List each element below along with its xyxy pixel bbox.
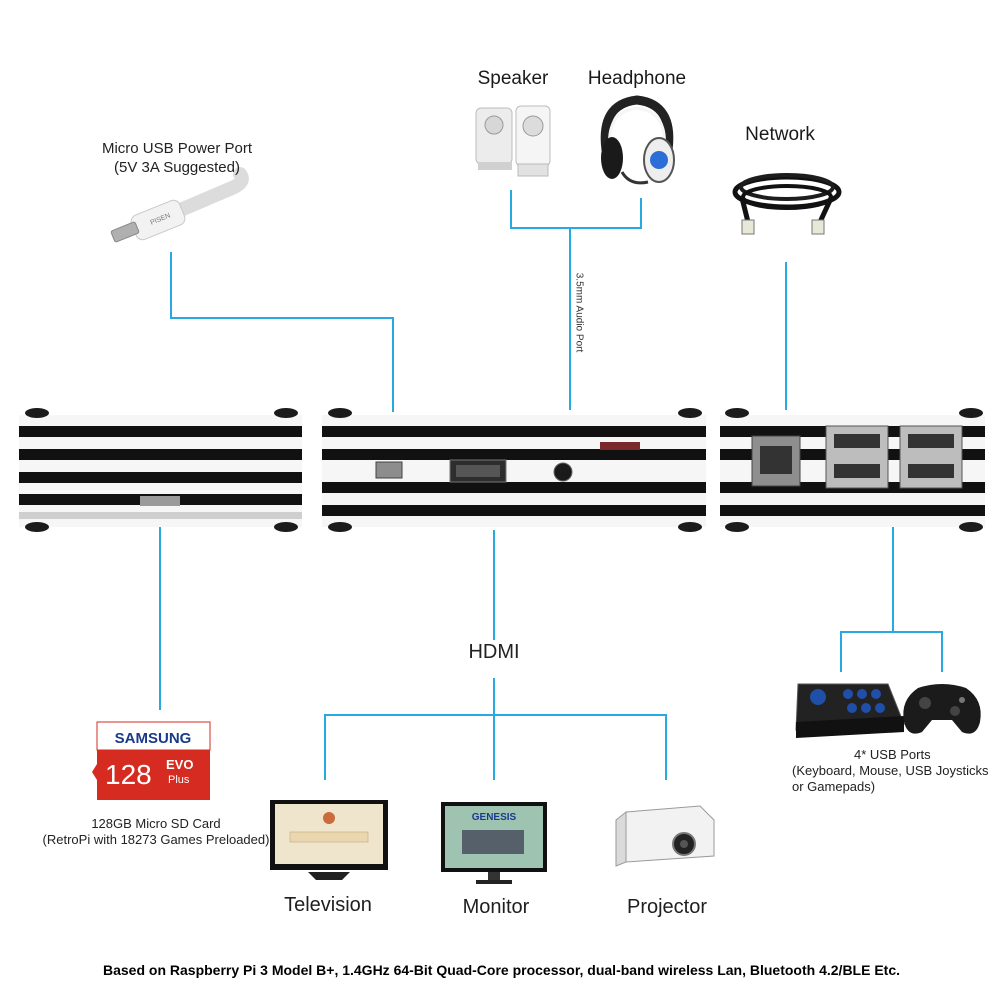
usb-branch-line — [840, 631, 943, 672]
sd-plus-text: Plus — [168, 774, 190, 786]
micro-sd-card-image: SAMSUNG 128 EVO Plus — [92, 721, 211, 800]
audio-port-label: 3.5mm Audio Port — [573, 272, 585, 353]
headphone-image — [600, 95, 675, 185]
speaker-image — [475, 105, 551, 177]
sd-card-label-line1: 128GB Micro SD Card — [91, 816, 221, 831]
speaker-label: Speaker — [477, 68, 549, 89]
sd-card-label: 128GB Micro SD Card (RetroPi with 18273 … — [20, 816, 292, 848]
headphone-label: Headphone — [587, 68, 687, 89]
monitor-screen-text: GENESIS — [472, 812, 517, 823]
usb-ports-label-line2: (Keyboard, Mouse, USB Joysticks — [792, 763, 989, 778]
power-port-label-line2: (5V 3A Suggested) — [114, 159, 240, 176]
network-label: Network — [745, 124, 815, 145]
monitor-label: Monitor — [462, 896, 530, 918]
television-image — [270, 800, 388, 880]
usb-ports-label-line1: 4* USB Ports — [854, 747, 931, 762]
pi-case-right — [720, 408, 985, 532]
projector-label: Projector — [626, 896, 708, 918]
pi-case-middle — [322, 408, 706, 532]
projector-image — [615, 805, 715, 867]
micro-usb-cable-image: PISEN — [110, 167, 249, 243]
sd-capacity-text: 128 — [105, 759, 152, 790]
sd-brand-text: SAMSUNG — [115, 730, 192, 747]
hdmi-horizontal-line — [324, 714, 667, 780]
power-port-label: Micro USB Power Port (5V 3A Suggested) — [80, 139, 274, 177]
sd-evo-text: EVO — [166, 757, 193, 772]
usb-ports-label: 4* USB Ports (Keyboard, Mouse, USB Joyst… — [792, 747, 996, 795]
footer-caption: Based on Raspberry Pi 3 Model B+, 1.4GHz… — [102, 962, 901, 978]
power-port-label-line1: Micro USB Power Port — [101, 140, 253, 157]
monitor-image: GENESIS — [441, 802, 547, 884]
hdmi-label: HDMI — [468, 641, 520, 663]
sd-card-label-line2: (RetroPi with 18273 Games Preloaded) — [42, 832, 270, 847]
network-cable-image — [732, 173, 842, 235]
connector-lines — [159, 190, 943, 780]
arcade-joystick-image — [795, 683, 905, 738]
audio-connector-line — [510, 190, 642, 229]
power-connector-line — [170, 252, 394, 412]
television-label: Television — [284, 894, 372, 916]
usb-ports-label-line3: or Gamepads) — [792, 779, 876, 794]
pi-case-left — [19, 408, 302, 532]
gamepad-image — [903, 684, 981, 734]
